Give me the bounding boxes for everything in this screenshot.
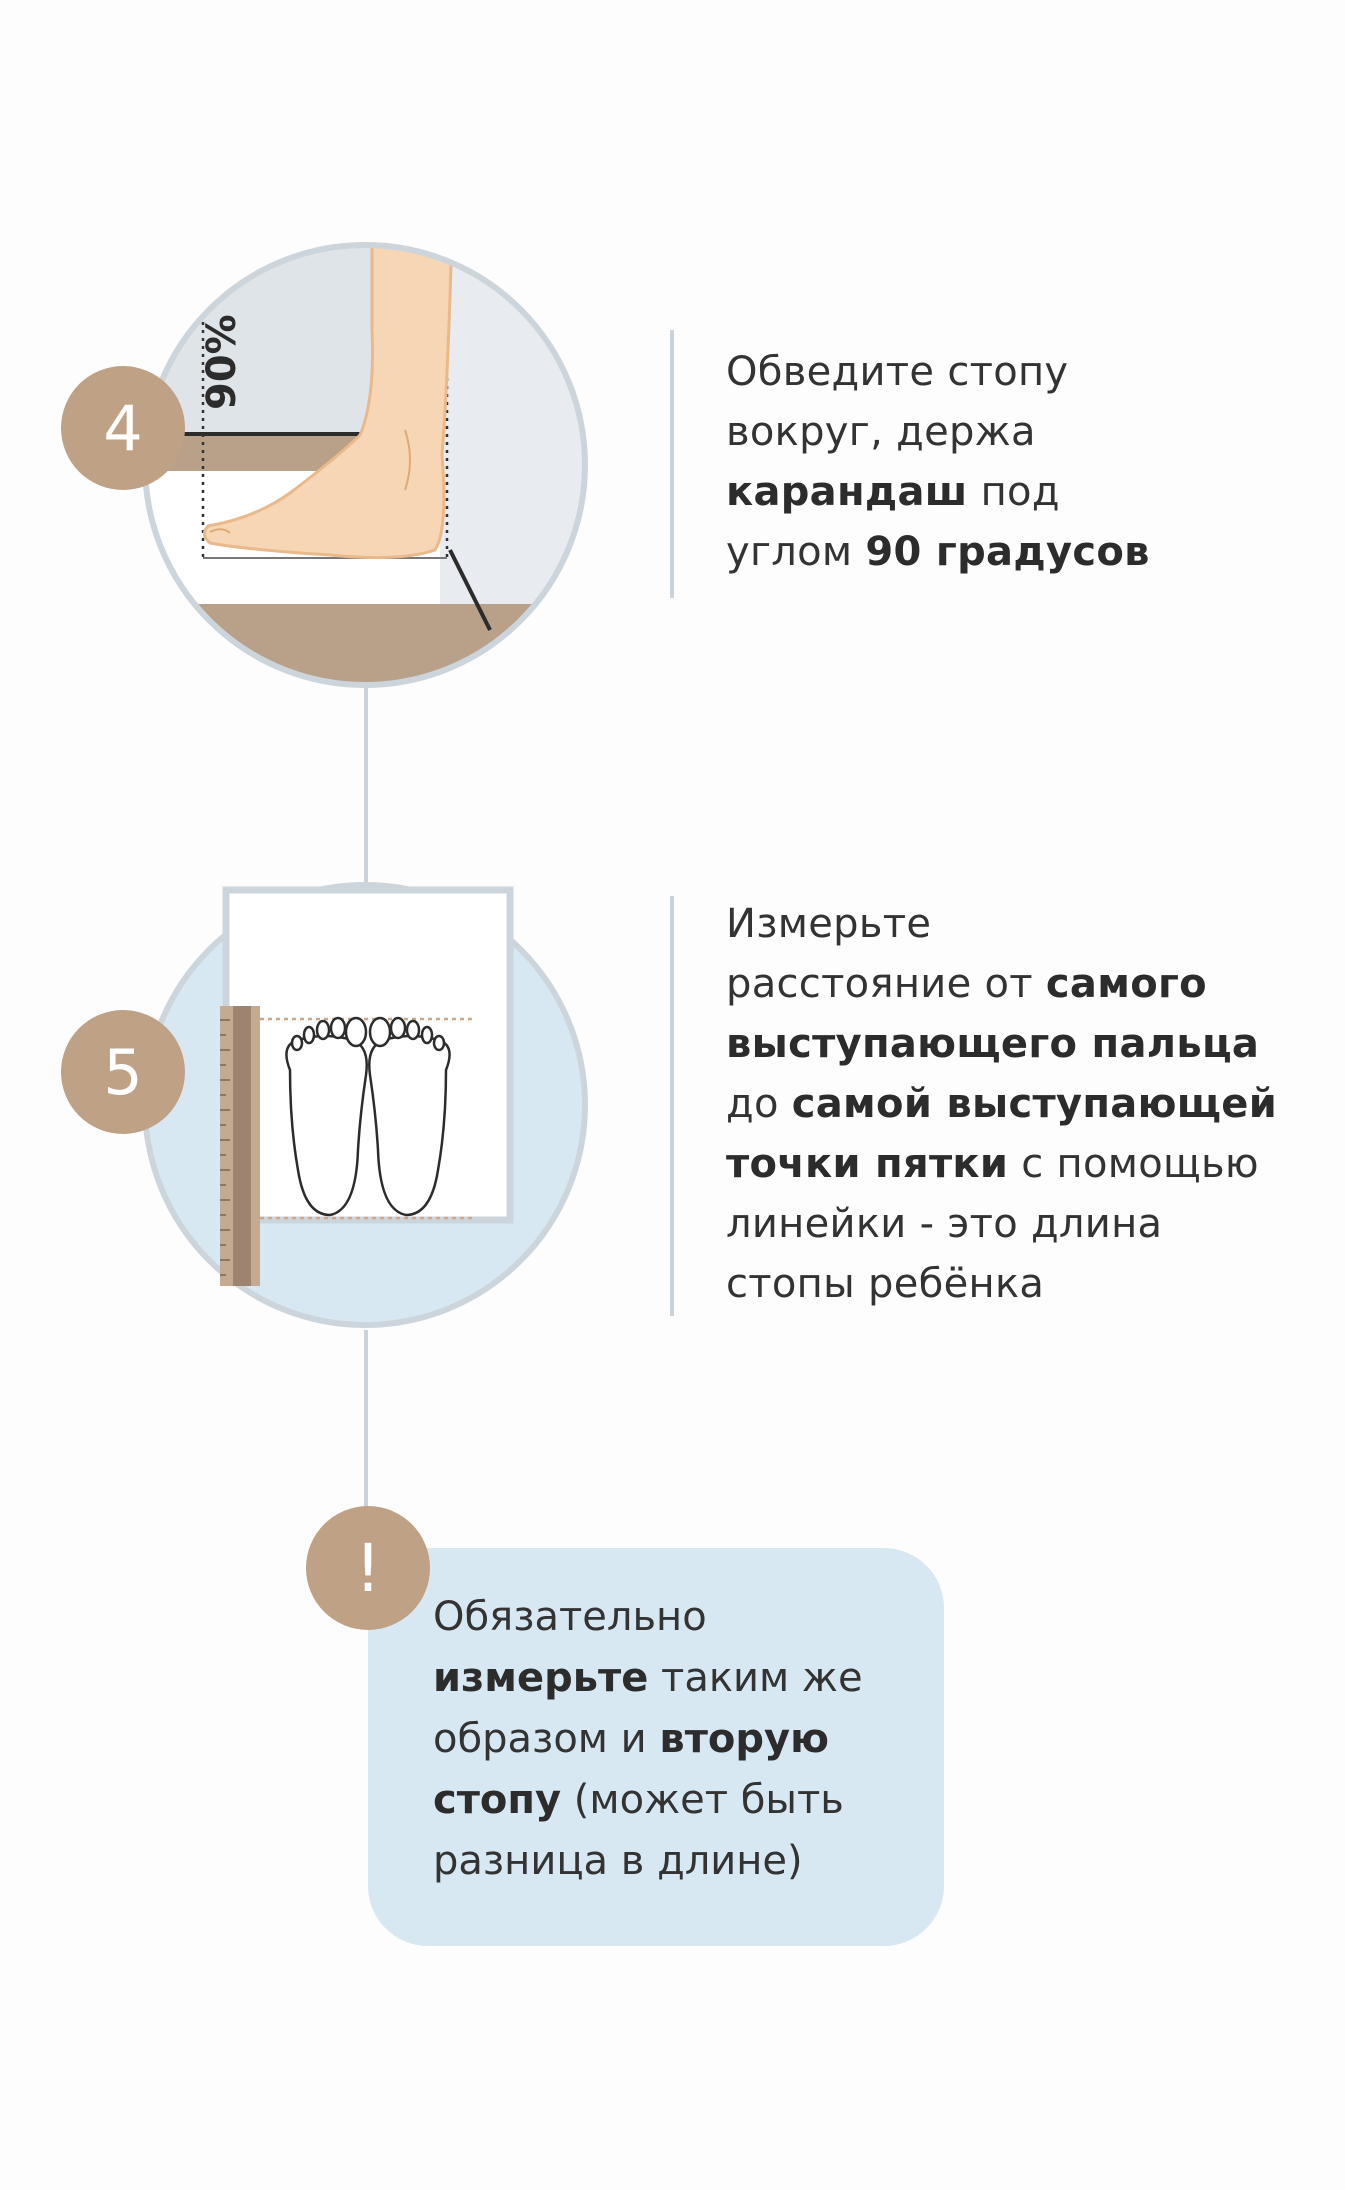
note-box [368, 1548, 944, 1946]
step4-description: Обведите стопу вокруг, держа карандаш по… [726, 349, 1150, 575]
step4-divider [670, 330, 674, 598]
angle-label: 90% [199, 314, 245, 410]
step5-number-badge: 5 [61, 1010, 185, 1134]
step5-divider [670, 896, 674, 1316]
exclamation-icon: ! [306, 1506, 430, 1630]
step4-number-badge: 4 [61, 366, 185, 490]
step4-illustration: 90% [142, 242, 588, 688]
connector-line-bottom [364, 1330, 368, 1520]
step5-illustration [142, 882, 588, 1328]
connector-line-top [364, 680, 368, 890]
note-text: Обязательно измерьте таким же образом и … [433, 1594, 863, 1884]
step5-description: Измерьте расстояние от самого выступающе… [726, 901, 1278, 1307]
